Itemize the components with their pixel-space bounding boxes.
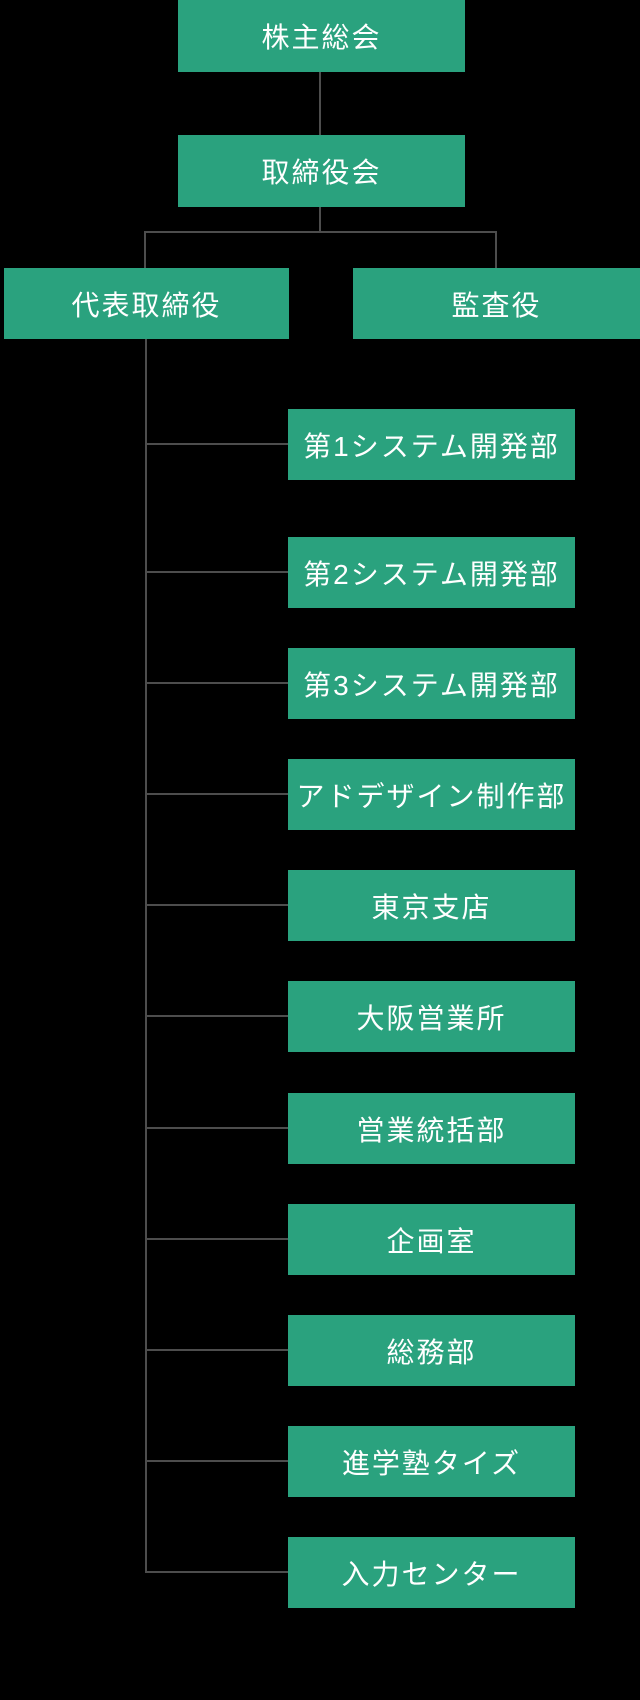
connector-drop-auditor	[495, 231, 497, 268]
node-shareholders-meeting: 株主総会	[178, 0, 465, 72]
node-dept-input-center: 入力センター	[288, 1537, 575, 1608]
node-dept-system-dev-2: 第2システム開発部	[288, 537, 575, 608]
connector-trunk	[145, 339, 147, 1573]
connector-branch-3	[146, 682, 288, 684]
connector-shareholders-board	[319, 72, 321, 135]
connector-branch-10	[146, 1460, 288, 1462]
connector-split-horizontal	[144, 231, 497, 233]
connector-drop-representative	[144, 231, 146, 268]
node-dept-cram-school: 進学塾タイズ	[288, 1426, 575, 1497]
node-dept-system-dev-1: 第1システム開発部	[288, 409, 575, 480]
connector-board-stub	[319, 207, 321, 232]
connector-branch-11	[146, 1571, 288, 1573]
connector-branch-6	[146, 1015, 288, 1017]
connector-branch-9	[146, 1349, 288, 1351]
node-dept-tokyo-branch: 東京支店	[288, 870, 575, 941]
connector-branch-1	[146, 443, 288, 445]
node-dept-system-dev-3: 第3システム開発部	[288, 648, 575, 719]
node-dept-ad-design: アドデザイン制作部	[288, 759, 575, 830]
node-dept-planning-room: 企画室	[288, 1204, 575, 1275]
node-auditor: 監査役	[353, 268, 640, 339]
node-dept-sales-control: 営業統括部	[288, 1093, 575, 1164]
node-dept-general-affairs: 総務部	[288, 1315, 575, 1386]
connector-branch-4	[146, 793, 288, 795]
connector-branch-8	[146, 1238, 288, 1240]
connector-branch-5	[146, 904, 288, 906]
node-board-of-directors: 取締役会	[178, 135, 465, 207]
connector-branch-7	[146, 1127, 288, 1129]
node-representative-director: 代表取締役	[4, 268, 289, 339]
connector-branch-2	[146, 571, 288, 573]
node-dept-osaka-office: 大阪営業所	[288, 981, 575, 1052]
